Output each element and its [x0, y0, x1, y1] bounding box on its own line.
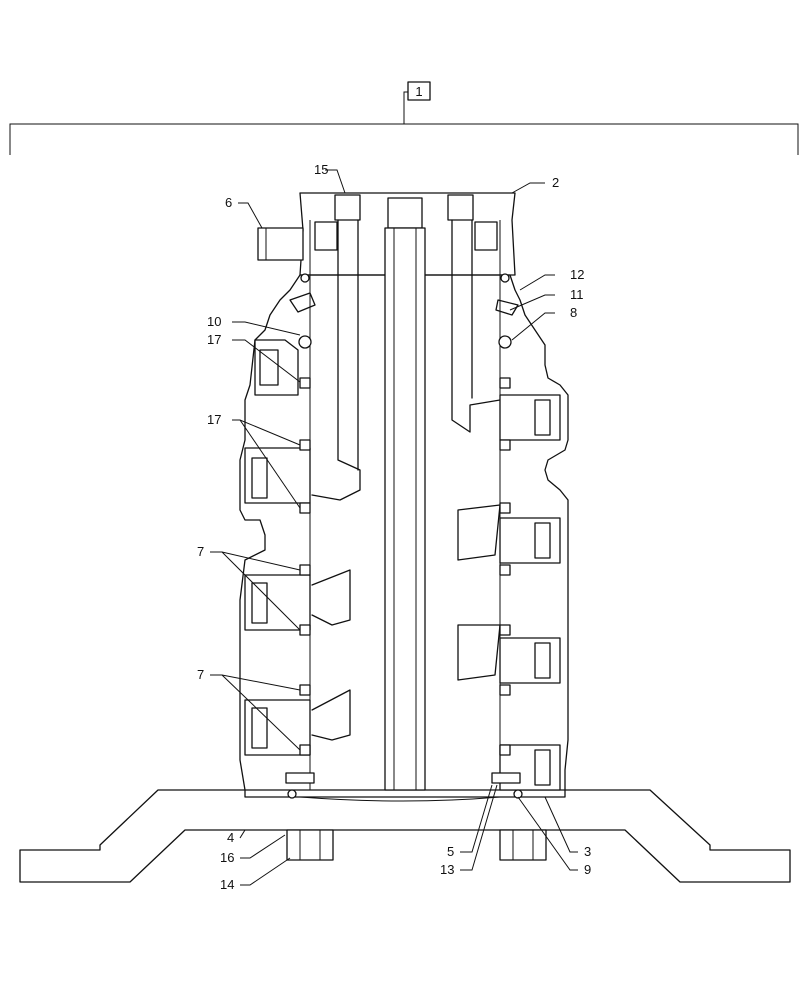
callout-2[interactable]: 2	[552, 175, 559, 190]
callout-17-top[interactable]: 17	[207, 332, 221, 347]
assembly-bracket: 1	[9, 81, 799, 155]
callout-7-upper[interactable]: 7	[197, 544, 204, 559]
callout-9[interactable]: 9	[584, 862, 591, 877]
leader-lines	[210, 169, 578, 886]
callout-3[interactable]: 3	[584, 844, 591, 859]
bottom-bolt-left	[286, 829, 334, 861]
seal-rings-right	[495, 273, 519, 756]
callout-17-mid[interactable]: 17	[207, 412, 221, 427]
callout-6[interactable]: 6	[225, 195, 232, 210]
callout-12[interactable]: 12	[570, 267, 584, 282]
callout-16[interactable]: 16	[220, 850, 234, 865]
callout-labels: 15 2 6 12 11 8 10 17 17 7 7 4 16 14 5 13…	[197, 162, 591, 892]
top-cap	[299, 192, 516, 276]
seal-rings-left	[289, 273, 316, 756]
right-ports	[499, 394, 561, 791]
callout-10[interactable]: 10	[207, 314, 221, 329]
base-flange	[19, 789, 791, 883]
callout-14[interactable]: 14	[220, 877, 234, 892]
callout-15[interactable]: 15	[314, 162, 328, 177]
side-fitting	[257, 227, 304, 261]
callout-11[interactable]: 11	[570, 287, 584, 302]
callout-4[interactable]: 4	[227, 830, 234, 845]
assembly-ref-box[interactable]	[407, 81, 431, 101]
passages	[311, 219, 501, 741]
housing-body	[239, 274, 569, 791]
callout-7-lower[interactable]: 7	[197, 667, 204, 682]
bottom-retainers	[285, 772, 523, 802]
bottom-bolt-right	[499, 829, 547, 861]
callout-5[interactable]: 5	[447, 844, 454, 859]
callout-8[interactable]: 8	[570, 305, 577, 320]
left-ports	[244, 339, 311, 756]
callout-13[interactable]: 13	[440, 862, 454, 877]
assembly-ref-label[interactable]: 1	[415, 84, 422, 99]
